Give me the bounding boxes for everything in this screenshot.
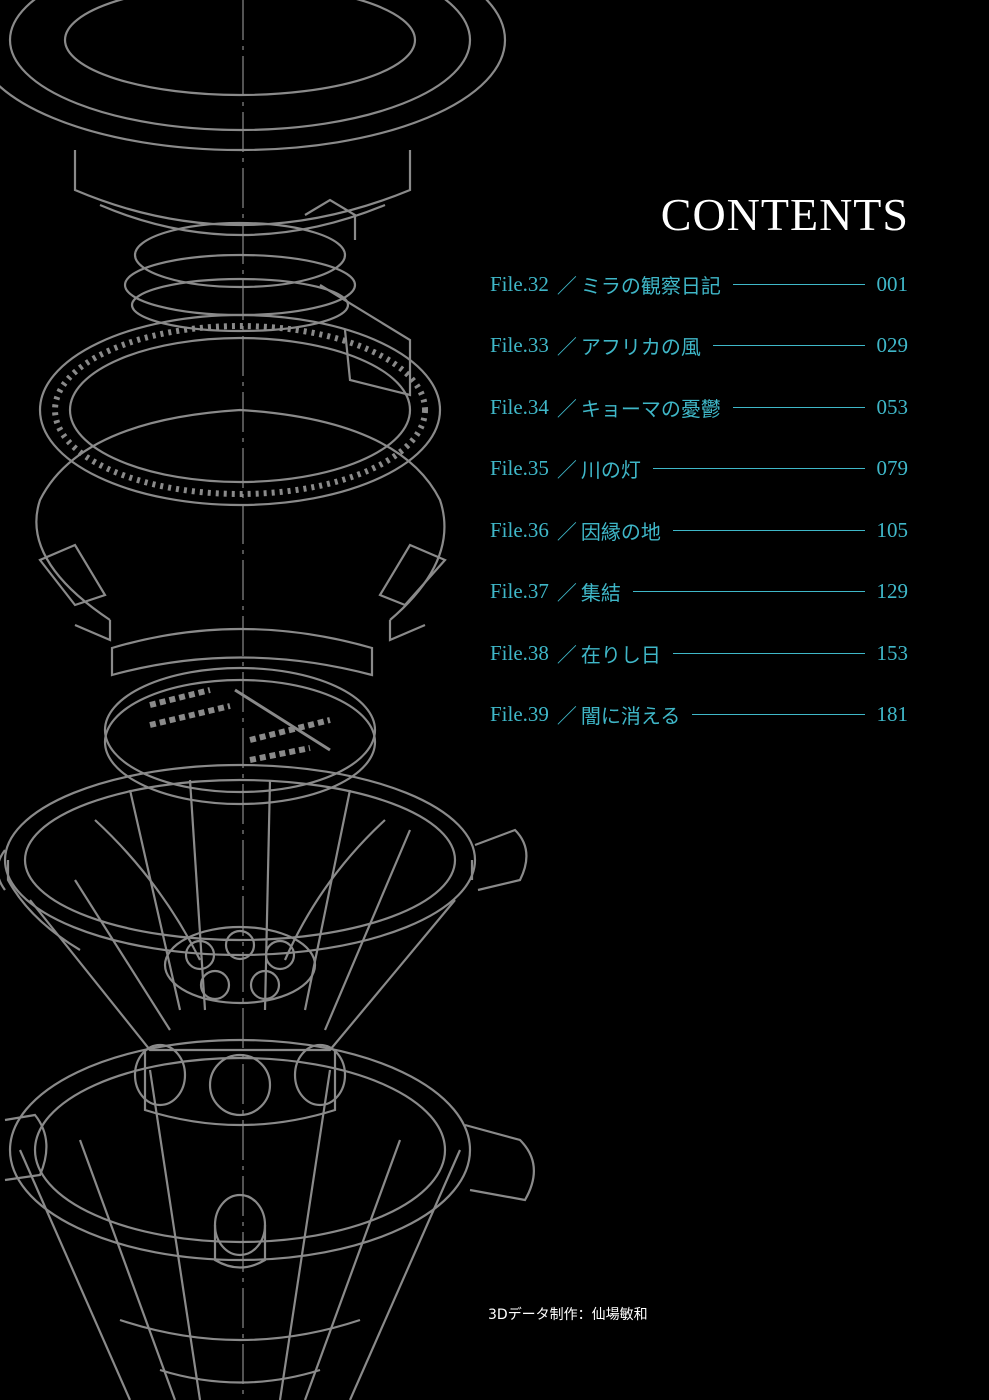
toc-entry[interactable]: File.39 ／ 闇に消える 181 [490,696,908,732]
toc-chapter-title: アフリカの風 [580,334,701,359]
contents-title: CONTENTS [660,189,909,240]
toc-page-number: 029 [876,332,909,357]
toc-entry[interactable]: File.34 ／ キョーマの憂鬱 053 [490,389,908,425]
toc-separator: ／ [556,580,577,605]
toc-page-number: 153 [876,640,909,665]
toc-chapter-title: 集結 [580,580,621,605]
toc-separator: ／ [556,642,577,667]
toc-leader-line [672,652,865,654]
mechanical-exploded-illustration [0,0,535,1400]
toc-chapter-title: 川の灯 [580,457,641,482]
toc-page-number: 105 [876,517,909,542]
toc-entry[interactable]: File.35 ／ 川の灯 079 [490,450,908,486]
toc-entry[interactable]: File.36 ／ 因縁の地 105 [490,512,908,548]
toc-page-number: 053 [876,394,909,419]
toc-chapter-title: 在りし日 [580,642,661,667]
toc-page-number: 129 [876,578,909,603]
toc-page-number: 181 [876,701,909,726]
toc-file-number: File.38 [490,640,549,665]
toc-chapter-title: キョーマの憂鬱 [580,396,721,421]
toc-file-number: File.34 [490,394,549,419]
toc-separator: ／ [556,703,577,728]
toc-chapter-title: 因縁の地 [580,519,661,544]
toc-file-number: File.32 [490,271,549,296]
toc-entry[interactable]: File.38 ／ 在りし日 153 [490,635,908,671]
toc-entry[interactable]: File.33 ／ アフリカの風 029 [490,327,908,363]
toc-leader-line [732,406,865,408]
toc-leader-line [652,467,865,469]
toc-leader-line [712,344,865,346]
toc-separator: ／ [556,519,577,544]
toc-leader-line [632,590,865,592]
toc-leader-line [672,529,865,531]
toc-chapter-title: ミラの観察日記 [580,273,721,298]
toc-separator: ／ [556,457,577,482]
toc-separator: ／ [556,334,577,359]
toc-page-number: 001 [876,271,909,296]
toc-leader-line [732,283,865,285]
toc-file-number: File.39 [490,701,549,726]
toc-file-number: File.36 [490,517,549,542]
toc-separator: ／ [556,273,577,298]
toc-chapter-title: 闇に消える [580,703,681,728]
toc-file-number: File.35 [490,455,549,480]
toc-file-number: File.33 [490,332,549,357]
toc-file-number: File.37 [490,578,549,603]
toc-leader-line [692,713,865,715]
toc-entry[interactable]: File.37 ／ 集結 129 [490,573,908,609]
credit-text: 3Dデータ制作：仙場敏和 [488,1307,648,1323]
toc-page-number: 079 [876,455,909,480]
toc-entry[interactable]: File.32 ／ ミラの観察日記 001 [490,266,908,302]
toc-separator: ／ [556,396,577,421]
